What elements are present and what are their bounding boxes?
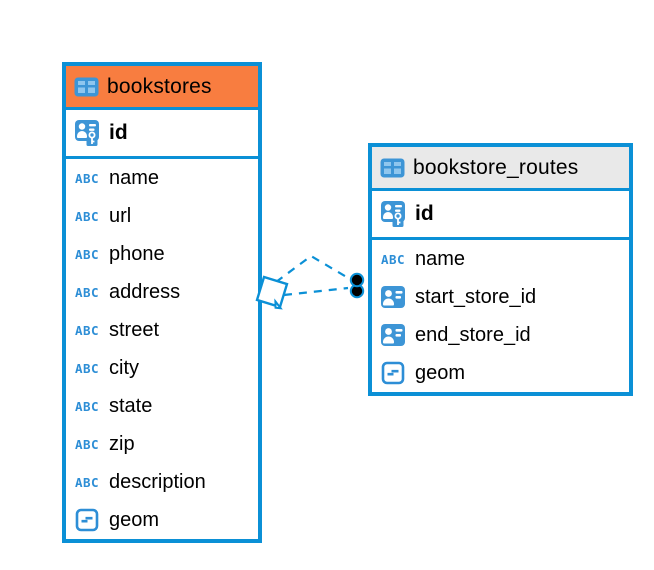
geometry-type-icon (74, 508, 100, 532)
text-type-icon: ABC (74, 474, 100, 490)
entity-title: bookstore_routes (413, 155, 579, 179)
column-row[interactable]: ABC url (66, 197, 258, 235)
primary-key-icon (380, 200, 406, 228)
column-row[interactable]: ABC name (372, 240, 629, 278)
entity-title: bookstores (107, 74, 212, 98)
column-name: geom (415, 361, 466, 384)
entity-header-bookstore_routes[interactable]: bookstore_routes (372, 147, 629, 188)
column-row[interactable]: ABC name (66, 159, 258, 197)
text-type-icon: ABC (74, 246, 100, 262)
column-name: name (109, 166, 160, 189)
entity-bookstore_routes[interactable]: bookstore_routes id ABC name start_store_… (368, 143, 633, 396)
column-row[interactable]: start_store_id (372, 278, 629, 316)
column-name: phone (109, 242, 165, 265)
text-type-icon: ABC (74, 322, 100, 338)
key-column-list: id (372, 188, 629, 240)
column-row[interactable]: geom (372, 354, 629, 392)
geometry-type-icon (380, 361, 406, 385)
column-row[interactable]: id (66, 110, 258, 156)
text-type-icon: ABC (74, 170, 100, 186)
column-name: end_store_id (415, 323, 531, 346)
column-name: id (109, 121, 128, 144)
key-column-list: id (66, 107, 258, 159)
column-row[interactable]: ABC zip (66, 425, 258, 463)
relationship-line (275, 254, 351, 283)
column-name: url (109, 204, 132, 227)
column-row[interactable]: ABC street (66, 311, 258, 349)
column-row[interactable]: end_store_id (372, 316, 629, 354)
table-icon (380, 158, 405, 178)
column-name: street (109, 318, 160, 341)
foreign-key-icon (380, 323, 406, 347)
dot-markers (349, 272, 365, 299)
column-name: address (109, 280, 181, 303)
entity-header-bookstores[interactable]: bookstores (66, 66, 258, 107)
column-name: description (109, 470, 206, 493)
column-row[interactable]: ABC address (66, 273, 258, 311)
column-name: start_store_id (415, 285, 537, 308)
foreign-key-icon (380, 285, 406, 309)
column-name: id (415, 202, 434, 225)
text-type-icon: ABC (74, 208, 100, 224)
text-type-icon: ABC (74, 284, 100, 300)
column-name: zip (109, 432, 135, 455)
text-type-icon: ABC (380, 251, 406, 267)
text-type-icon: ABC (74, 436, 100, 452)
column-row[interactable]: ABC state (66, 387, 258, 425)
column-row[interactable]: geom (66, 501, 258, 539)
column-row[interactable]: ABC city (66, 349, 258, 387)
text-type-icon: ABC (74, 360, 100, 376)
column-name: name (415, 247, 466, 270)
column-row[interactable]: id (372, 191, 629, 237)
column-name: city (109, 356, 139, 379)
column-row[interactable]: ABC phone (66, 235, 258, 273)
column-list: ABC name start_store_id end_store_id geom (372, 240, 629, 392)
table-icon (74, 77, 99, 97)
primary-key-icon (74, 119, 100, 147)
column-name: state (109, 394, 153, 417)
text-type-icon: ABC (74, 398, 100, 414)
column-row[interactable]: ABC description (66, 463, 258, 501)
relationship-line (283, 286, 349, 297)
column-name: geom (109, 508, 160, 531)
